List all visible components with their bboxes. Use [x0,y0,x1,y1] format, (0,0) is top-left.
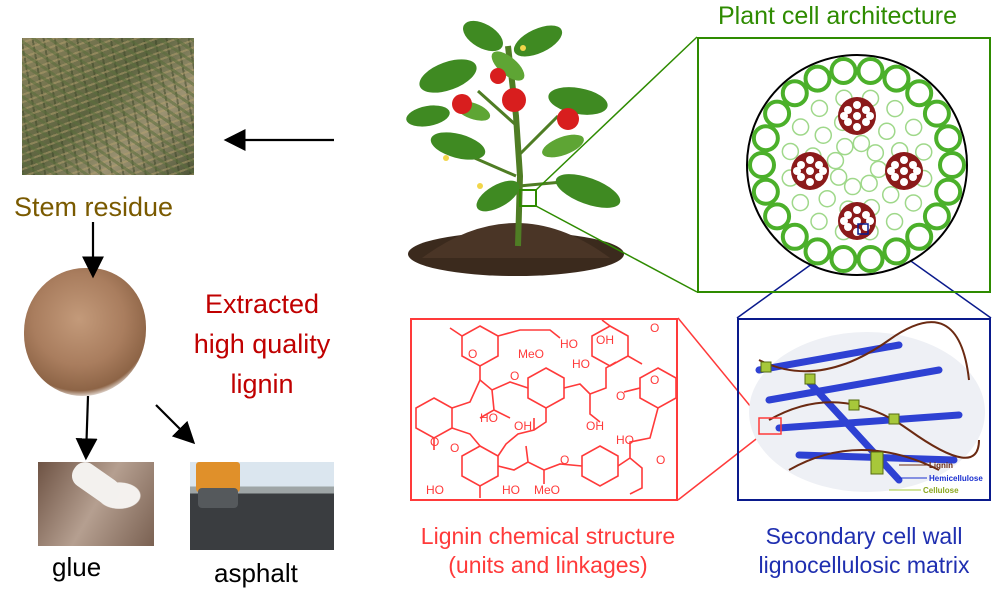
parenchyma-cell [852,134,871,153]
vascular-bundle [838,202,876,240]
epidermis-cell [934,177,963,206]
parenchyma-cell [904,194,923,212]
parenchyma-cell [781,142,800,161]
chem-o-5: O [650,373,659,387]
parenchyma-cell [885,212,904,231]
legend-lignin: Lignin [929,461,953,470]
epidermis-cell [763,99,792,128]
chem-meo-bottom: MeO [534,483,560,497]
vascular-bundle [838,97,876,135]
plant-cell-architecture-label: Plant cell architecture [718,2,958,30]
chem-oh-2: OH [514,419,532,433]
epidermis-cell [922,202,951,231]
chem-ho-4: HO [616,433,634,447]
parenchyma-cell [843,177,862,196]
legend-cellulose: Cellulose [923,486,959,495]
epidermis-cell [905,79,934,108]
parenchyma-cell [836,137,854,156]
vascular-bundle [885,152,923,190]
parenchyma-cell [829,168,848,186]
arrow-powder-to-glue [75,395,98,461]
epidermis-cell [856,56,885,85]
lignin-structure-box [410,318,678,501]
chem-ho-1: HO [560,337,578,351]
lignin-caption-line-2: (units and linkages) [448,552,648,578]
secondary-caption-line-1: Secondary cell wall [765,523,963,549]
parenchyma-cell [818,189,836,208]
chem-oh-1: OH [586,419,604,433]
chem-ho-6: HO [502,483,520,497]
parenchyma-cell [860,174,878,193]
arrow-powder-to-asphalt [155,404,196,445]
secondary-caption-line-2: lignocellulosic matrix [758,552,970,578]
chem-o-9: O [656,453,665,467]
epidermis-cell [751,177,780,206]
lignocellulosic-matrix-diagram: Lignin Hemicellulose Cellulose [749,321,985,495]
extracted-lignin-label: Extracted high quality lignin [172,284,352,404]
asphalt-label: asphalt [214,558,298,588]
chem-o-2: O [650,321,659,335]
parenchyma-cell [791,118,810,136]
glue-label: glue [52,552,102,582]
chem-o-4: O [616,389,625,403]
extracted-line-2: high quality [193,329,331,359]
plant-cell-architecture-box [697,37,991,293]
epidermis-cell [934,124,963,153]
legend-hemicellulose: Hemicellulose [929,474,983,483]
parenchyma-cell [826,151,845,170]
epidermis-cell [882,64,911,93]
chem-ho-2: HO [572,357,590,371]
epidermis-cell [882,237,911,266]
parenchyma-cell [904,118,923,137]
epidermis-cell [780,79,809,108]
epidermis-cell [803,64,832,93]
chem-meo-top: MeO [518,347,544,361]
tomato-plant-image [406,20,624,276]
epidermis-cell [763,202,792,231]
epidermis-cell [829,56,858,85]
chem-ho-5: HO [426,483,444,497]
stem-residue-label: Stem residue [14,192,174,222]
chem-o-6: O [430,435,439,449]
epidermis-cell [780,222,809,251]
epidermis-cell [905,222,934,251]
chem-o-7: O [450,441,459,455]
chem-o-1: O [468,347,477,361]
chem-o-3: O [510,369,519,383]
epidermis-cell [938,151,966,179]
extracted-line-3: lignin [230,369,294,399]
chem-oh-top: OH [596,333,614,347]
lignin-powder-image [24,268,146,396]
epidermis-cell [748,151,776,179]
secondary-wall-caption: Secondary cell wall lignocellulosic matr… [728,522,1000,580]
parenchyma-cell [878,122,896,141]
epidermis-cell [803,237,832,266]
parenchyma-cell [791,193,810,212]
lignin-structure-caption: Lignin chemical structure (units and lin… [398,522,698,580]
chem-ho-3: HO [480,411,498,425]
parenchyma-cell [866,144,885,162]
lignin-chemical-structure: O O MeO HO OH O HO O O HO OH O O OH HO O… [415,319,677,498]
secondary-cell-wall-box [737,318,991,501]
extracted-line-1: Extracted [204,289,320,319]
epidermis-cell [829,245,858,274]
stem-cross-section-diagram [746,54,968,276]
vascular-bundle [791,152,829,190]
parenchyma-cell [814,126,833,144]
epidermis-cell [922,99,951,128]
parenchyma-cell [914,143,933,161]
parenchyma-cell [886,99,904,118]
parenchyma-cell [881,186,900,204]
lignin-caption-line-1: Lignin chemical structure [420,523,676,549]
epidermis-cell [751,124,780,153]
stem-residue-photo [22,38,194,175]
parenchyma-cell [810,99,829,118]
road-roller-shape [196,462,240,492]
parenchyma-cell [810,212,828,231]
road-roller-drum [198,488,238,508]
chem-o-8: O [560,453,569,467]
epidermis-cell [856,245,885,274]
